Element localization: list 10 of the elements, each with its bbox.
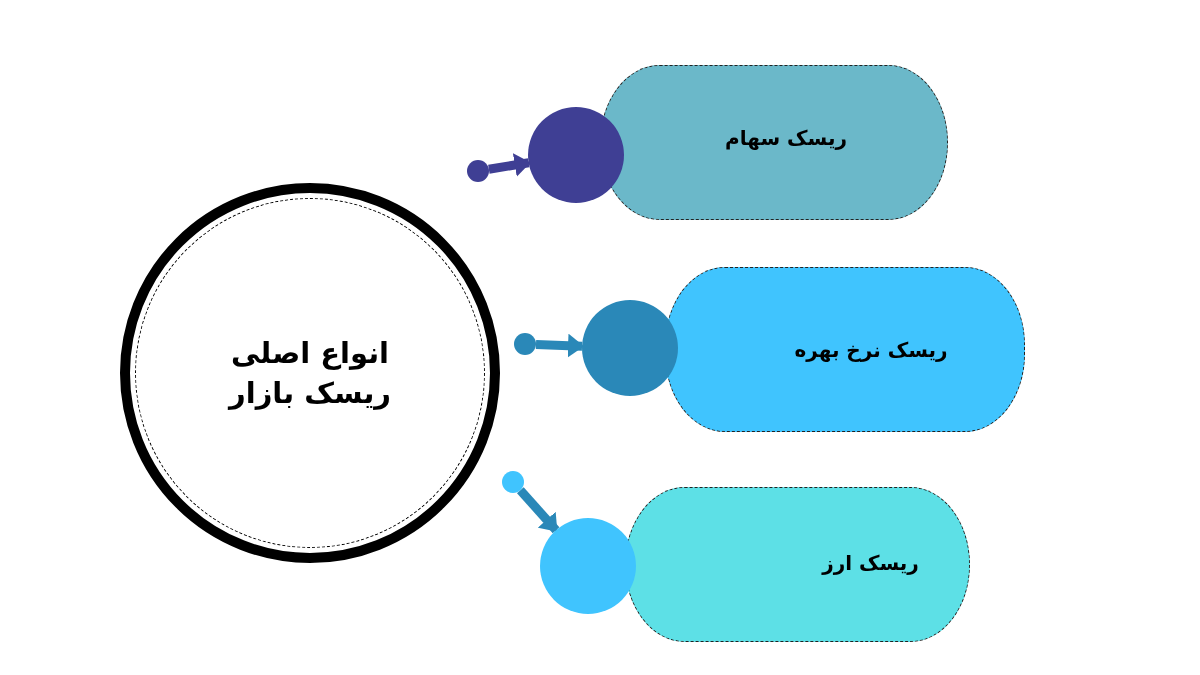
box-text: ریسک سهام <box>725 125 847 150</box>
box-text: ریسک نرخ بهره <box>794 337 948 362</box>
circle <box>502 471 524 493</box>
title-text: انواع اصلی ریسک بازار <box>226 335 392 412</box>
arrow <box>488 153 531 177</box>
box-text: ریسک ارز <box>822 550 919 575</box>
circle <box>514 333 536 355</box>
circle <box>540 518 636 614</box>
circle <box>467 160 489 182</box>
arrow <box>516 487 560 534</box>
